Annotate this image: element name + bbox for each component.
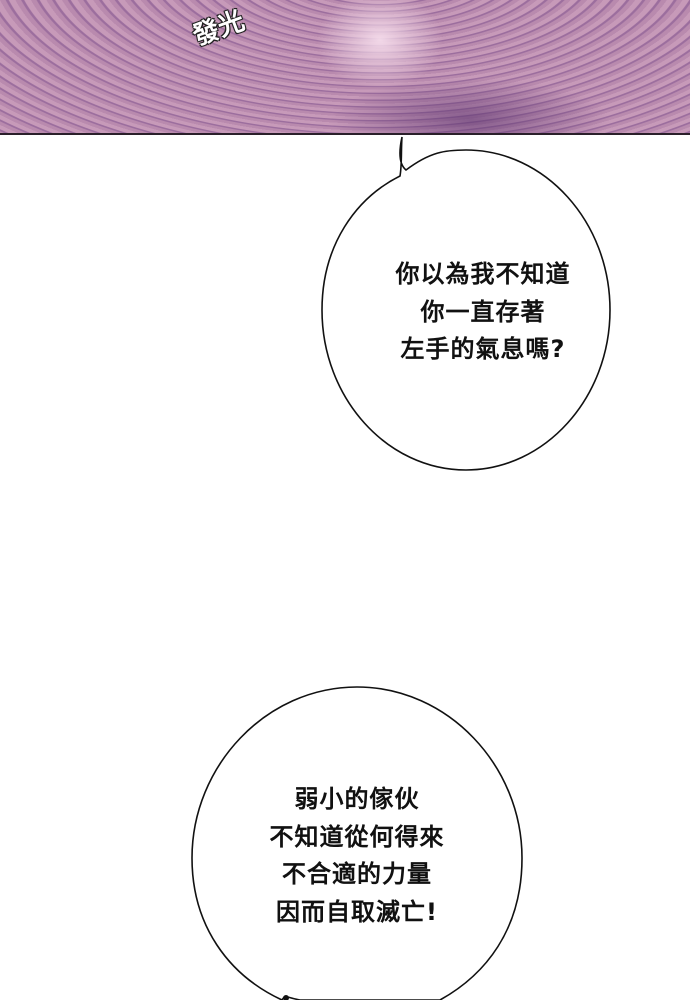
speech-bubble-1 — [321, 136, 611, 471]
dialogue-line: 弱小的傢伙 — [294, 785, 420, 813]
dialogue-line: 因而自取滅亡! — [276, 897, 438, 926]
speech-bubble-2-text: 弱小的傢伙 不知道從何得來 不合適的力量 因而自取滅亡! — [237, 781, 477, 931]
dialogue-line: 左手的氣息嗎? — [400, 335, 566, 363]
bubble-tail-dot — [283, 995, 289, 1000]
dialogue-line: 你一直存著 — [420, 297, 546, 326]
speech-bubble-1-text: 你以為我不知道 你一直存著 左手的氣息嗎? — [363, 256, 603, 369]
comic-panel-art: 發光 — [0, 0, 690, 135]
dialogue-line: 不知道從何得來 — [269, 822, 445, 851]
dialogue-line: 不合適的力量 — [282, 860, 432, 888]
dialogue-line: 你以為我不知道 — [395, 260, 571, 288]
